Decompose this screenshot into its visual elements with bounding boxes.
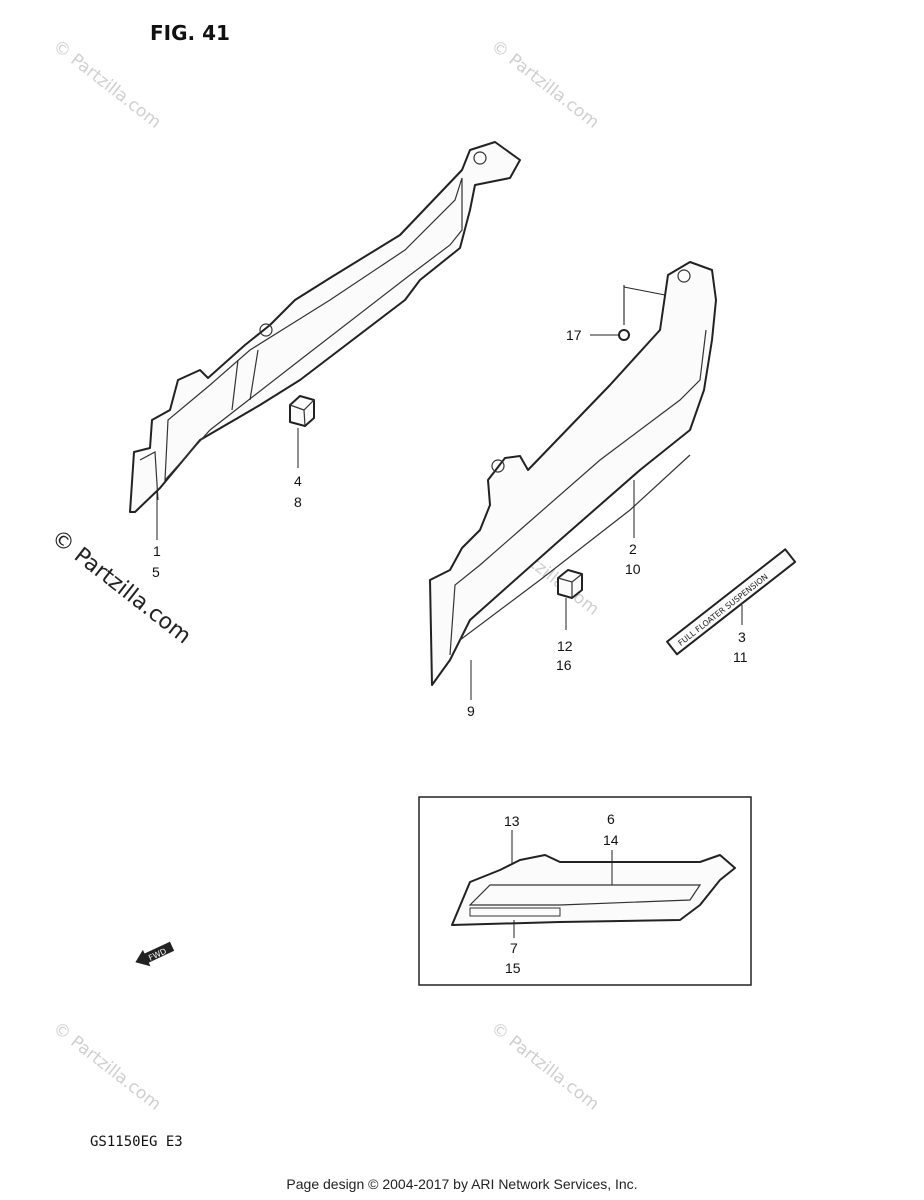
watermark-bottom-left: © Partzilla.com [49,1018,165,1115]
watermark-top-right: © Partzilla.com [487,36,603,133]
callout-10: 10 [625,561,641,577]
emblem-part: FULL FLOATER SUSPENSION [666,548,797,656]
fwd-label: FWD [147,947,168,963]
callout-12: 12 [557,638,573,654]
callout-16: 16 [556,657,572,673]
right-side-cover-part [429,261,717,686]
grommet-right-part [557,569,583,599]
callout-9: 9 [467,703,475,719]
watermark-prominent: © Partzilla.com [46,525,195,649]
callout-2: 2 [629,541,637,557]
callout-4: 4 [294,473,302,489]
inset-detail [418,796,752,986]
callout-1: 1 [153,543,161,559]
callout-11: 11 [733,649,748,665]
grommet-part [289,395,315,427]
callout-leaders [156,334,743,938]
callout-13: 13 [504,813,520,829]
callout-3: 3 [738,629,746,645]
figure-title: FIG. 41 [150,21,230,45]
screw-part [618,285,666,341]
model-code: GS1150EG E3 [90,1134,183,1150]
callout-14: 14 [603,832,619,848]
callout-7: 7 [510,940,518,956]
left-frame-cover-part [129,141,521,513]
fwd-arrow-icon: FWD [135,941,175,967]
callout-6: 6 [607,811,615,827]
page-footer-copyright: Page design © 2004-2017 by ARI Network S… [286,1176,638,1192]
callout-15: 15 [505,960,521,976]
callout-17: 17 [566,327,582,343]
watermark-bottom-right: © Partzilla.com [487,1018,603,1115]
watermark-top-left: © Partzilla.com [49,36,165,133]
emblem-text: FULL FLOATER SUSPENSION [676,572,769,648]
callout-8: 8 [294,494,302,510]
callout-labels: 1 5 4 8 2 10 17 3 11 12 16 9 13 6 14 7 1… [152,327,748,976]
callout-5: 5 [152,564,160,580]
